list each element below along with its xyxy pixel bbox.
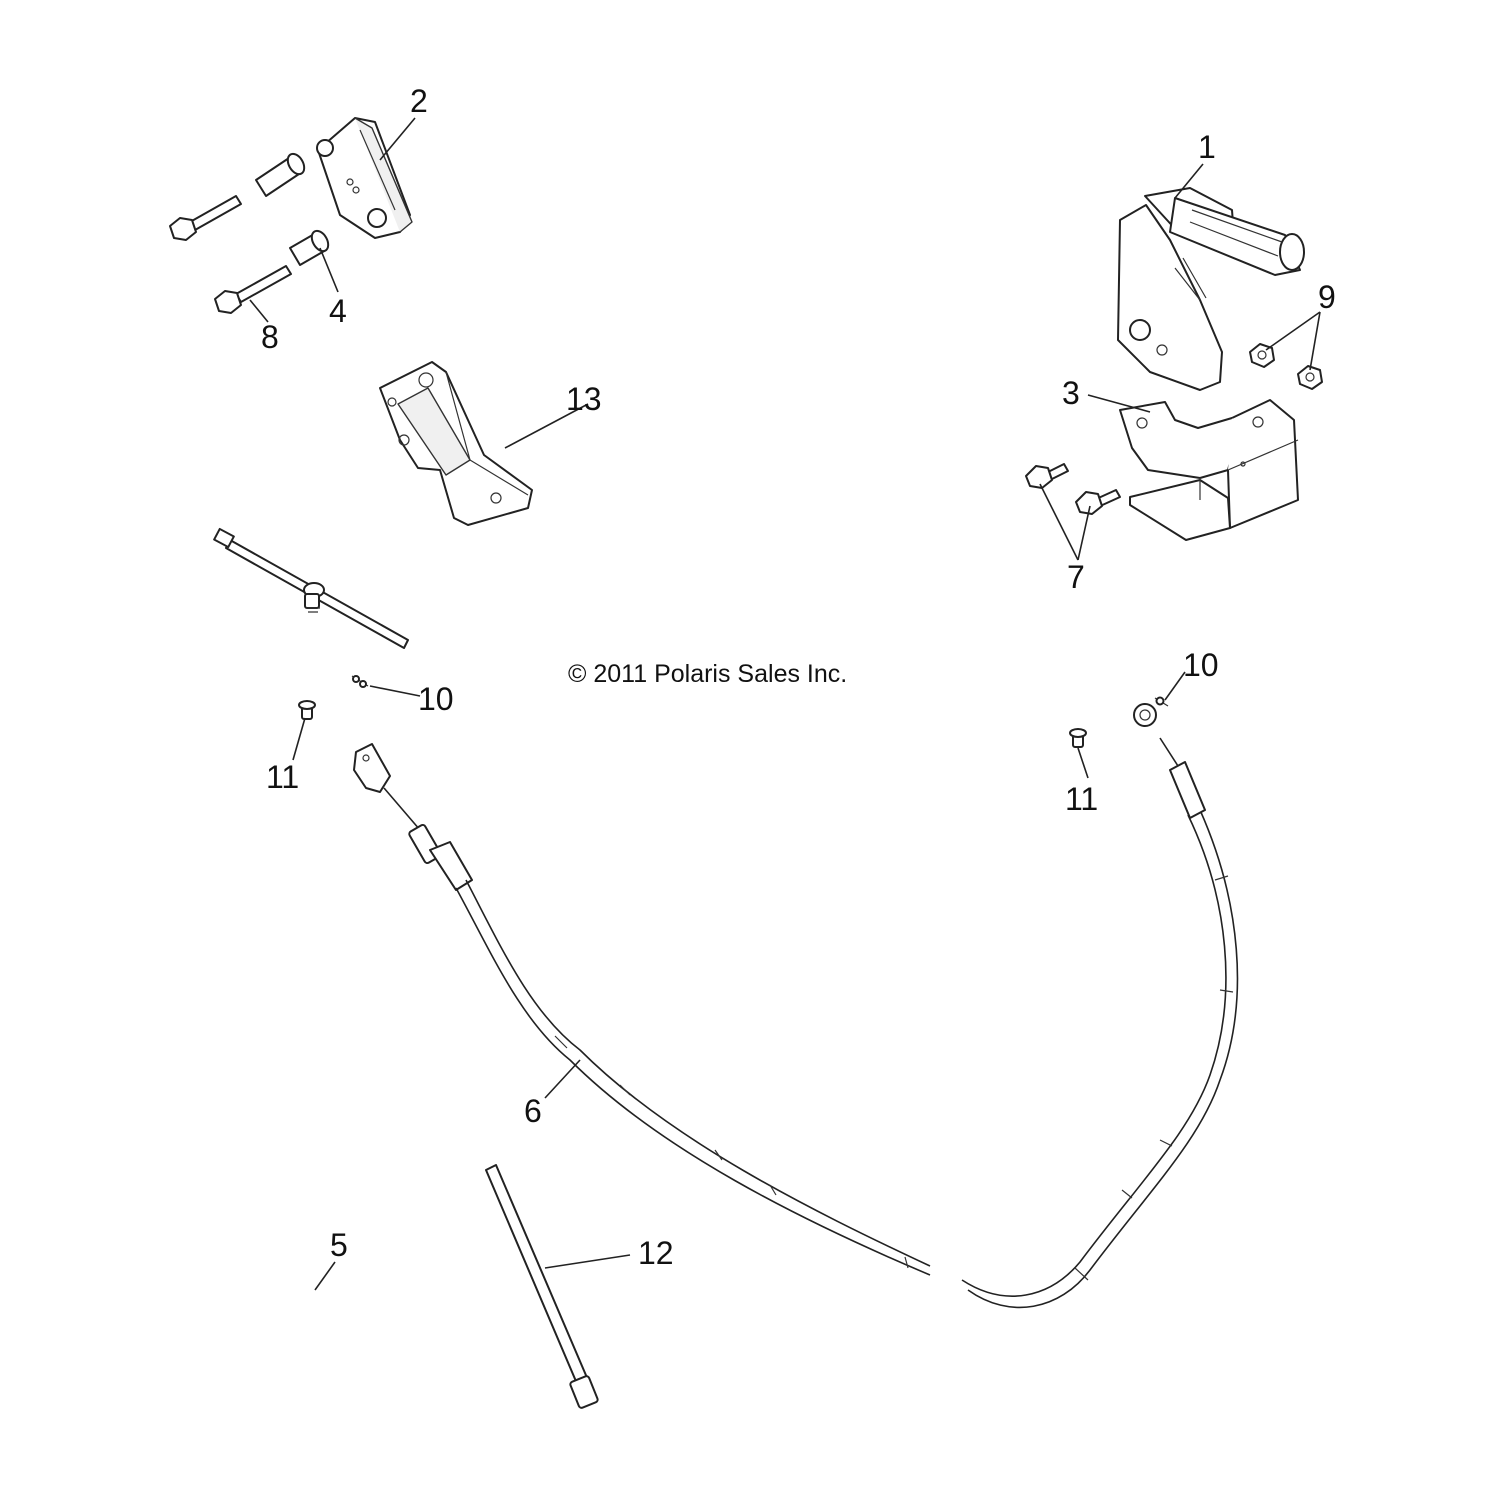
part-5-cable-tie-mount (213, 527, 409, 649)
callout-5: 5 (330, 1227, 348, 1263)
leader-8 (249, 299, 269, 323)
callout-3: 3 (1062, 375, 1080, 411)
leader-4 (319, 247, 339, 293)
callout-12: 12 (638, 1235, 674, 1271)
callout-6: 6 (524, 1093, 542, 1129)
part-12-cable-tie (485, 1164, 599, 1409)
callout-4: 4 (329, 293, 347, 329)
callout-9: 9 (1318, 279, 1336, 315)
part-10-clip-left (351, 675, 369, 688)
callout-13: 13 (566, 381, 602, 417)
callout-11-left: 11 (266, 759, 299, 795)
leader-7a (1039, 483, 1079, 561)
part-6-brake-cable (353, 703, 1239, 1309)
part-3-lever-bracket (1119, 399, 1299, 541)
part-4-spacer-lower (289, 229, 330, 266)
callout-2: 2 (410, 83, 428, 119)
leader-12 (544, 1254, 631, 1269)
callout-10-right: 10 (1183, 647, 1219, 683)
leader-11b (1077, 747, 1089, 779)
part-1-brake-lever (1117, 187, 1305, 391)
leader-9b (1309, 311, 1321, 371)
leader-3 (1087, 394, 1151, 413)
part-13-mount-bracket (379, 361, 533, 526)
part-7-bolt-left (1025, 463, 1069, 489)
part-10-clip-right (1154, 696, 1169, 707)
leader-7b (1077, 505, 1091, 561)
callout-7: 7 (1067, 559, 1085, 595)
callout-11-right: 11 (1065, 781, 1098, 817)
leader-2 (379, 117, 416, 161)
part-9-nut-lower (1297, 365, 1323, 390)
part-11-pin-right (1069, 728, 1087, 748)
part-7-bolt-right (1075, 489, 1121, 515)
part-8-bolt-lower (214, 265, 292, 314)
leader-6 (544, 1059, 581, 1099)
callout-10-left: 10 (418, 681, 454, 717)
copyright-text: © 2011 Polaris Sales Inc. (568, 660, 847, 688)
leader-lines (249, 117, 1321, 1291)
leader-13 (504, 403, 589, 449)
leader-5 (314, 1261, 336, 1291)
part-4-spacer-upper (255, 152, 306, 197)
leader-10a (369, 685, 421, 697)
part-9-nut-upper (1249, 343, 1275, 368)
callout-8: 8 (261, 319, 279, 355)
leader-11a (292, 717, 306, 761)
part-2-pivot-bracket (316, 117, 413, 239)
part-8-bolt-upper (169, 195, 242, 241)
leader-1 (1174, 163, 1204, 199)
callout-labels: 1 2 3 4 5 6 7 8 9 10 10 11 11 12 13 (261, 83, 1336, 1271)
leader-10b (1164, 671, 1186, 701)
part-11-pin-left (298, 700, 316, 720)
callout-1: 1 (1198, 129, 1216, 165)
leader-9a (1265, 311, 1321, 351)
